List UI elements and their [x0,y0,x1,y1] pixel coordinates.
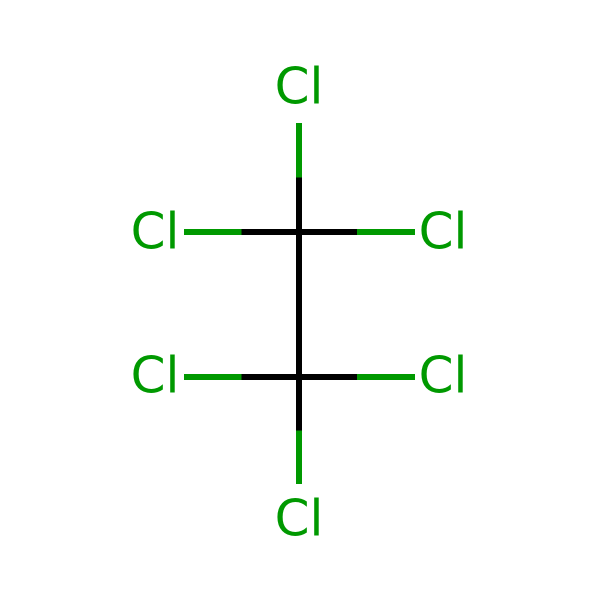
atom-label-cl-lower-right: Cl [419,347,468,405]
atom-label-cl-top: Cl [275,58,324,116]
atom-label-cl-upper-left: Cl [131,203,180,261]
bonds-layer [184,123,415,484]
atom-label-cl-upper-right: Cl [419,203,468,261]
atom-label-cl-bottom: Cl [275,490,324,548]
atom-labels-layer: Cl Cl Cl Cl Cl Cl [131,58,468,548]
atom-label-cl-lower-left: Cl [131,347,180,405]
